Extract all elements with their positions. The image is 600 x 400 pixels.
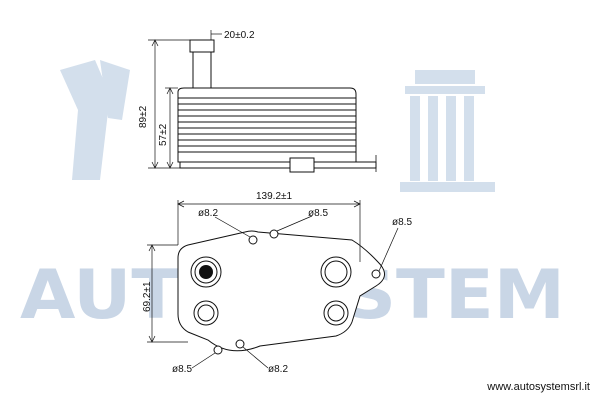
hole-bottom-right-label: ø8.2 bbox=[268, 364, 288, 375]
port-small-left-inner bbox=[197, 304, 215, 322]
hole-bottom-left-label: ø8.5 bbox=[172, 364, 192, 375]
website-url[interactable]: www.autosystemsrl.it bbox=[487, 381, 590, 393]
length-label: 139.2±1 bbox=[256, 191, 293, 202]
cooler-body bbox=[177, 87, 357, 163]
watermark-figure-icon bbox=[60, 60, 130, 180]
base-plate bbox=[179, 161, 377, 169]
port-large-left-inner bbox=[194, 260, 218, 284]
width-label: 69.2±1 bbox=[142, 281, 153, 312]
port-large-right-inner bbox=[324, 260, 348, 284]
hole-top-right bbox=[269, 229, 279, 239]
hole-bottom-left bbox=[213, 345, 223, 355]
pipe bbox=[192, 51, 212, 93]
hole-bottom-right bbox=[235, 339, 245, 349]
hole-flange-right bbox=[371, 269, 381, 279]
total-height-label: 89±2 bbox=[138, 105, 149, 128]
pipe-cap bbox=[189, 39, 215, 53]
port-small-right-inner bbox=[327, 304, 345, 322]
base-port bbox=[289, 157, 315, 173]
cooler-fins bbox=[178, 97, 356, 153]
body-height-label: 57±2 bbox=[158, 123, 169, 146]
hole-top-right-label: ø8.5 bbox=[308, 208, 328, 219]
port-large-left-core bbox=[199, 265, 213, 279]
watermark-columns-icon bbox=[400, 70, 495, 192]
pipe-width-label: 20±0.2 bbox=[224, 30, 255, 41]
top-view bbox=[147, 200, 399, 369]
hole-top-left bbox=[248, 235, 258, 245]
side-view bbox=[148, 30, 377, 173]
hole-top-left-label: ø8.2 bbox=[198, 208, 218, 219]
hole-flange-right-label: ø8.5 bbox=[392, 217, 412, 228]
